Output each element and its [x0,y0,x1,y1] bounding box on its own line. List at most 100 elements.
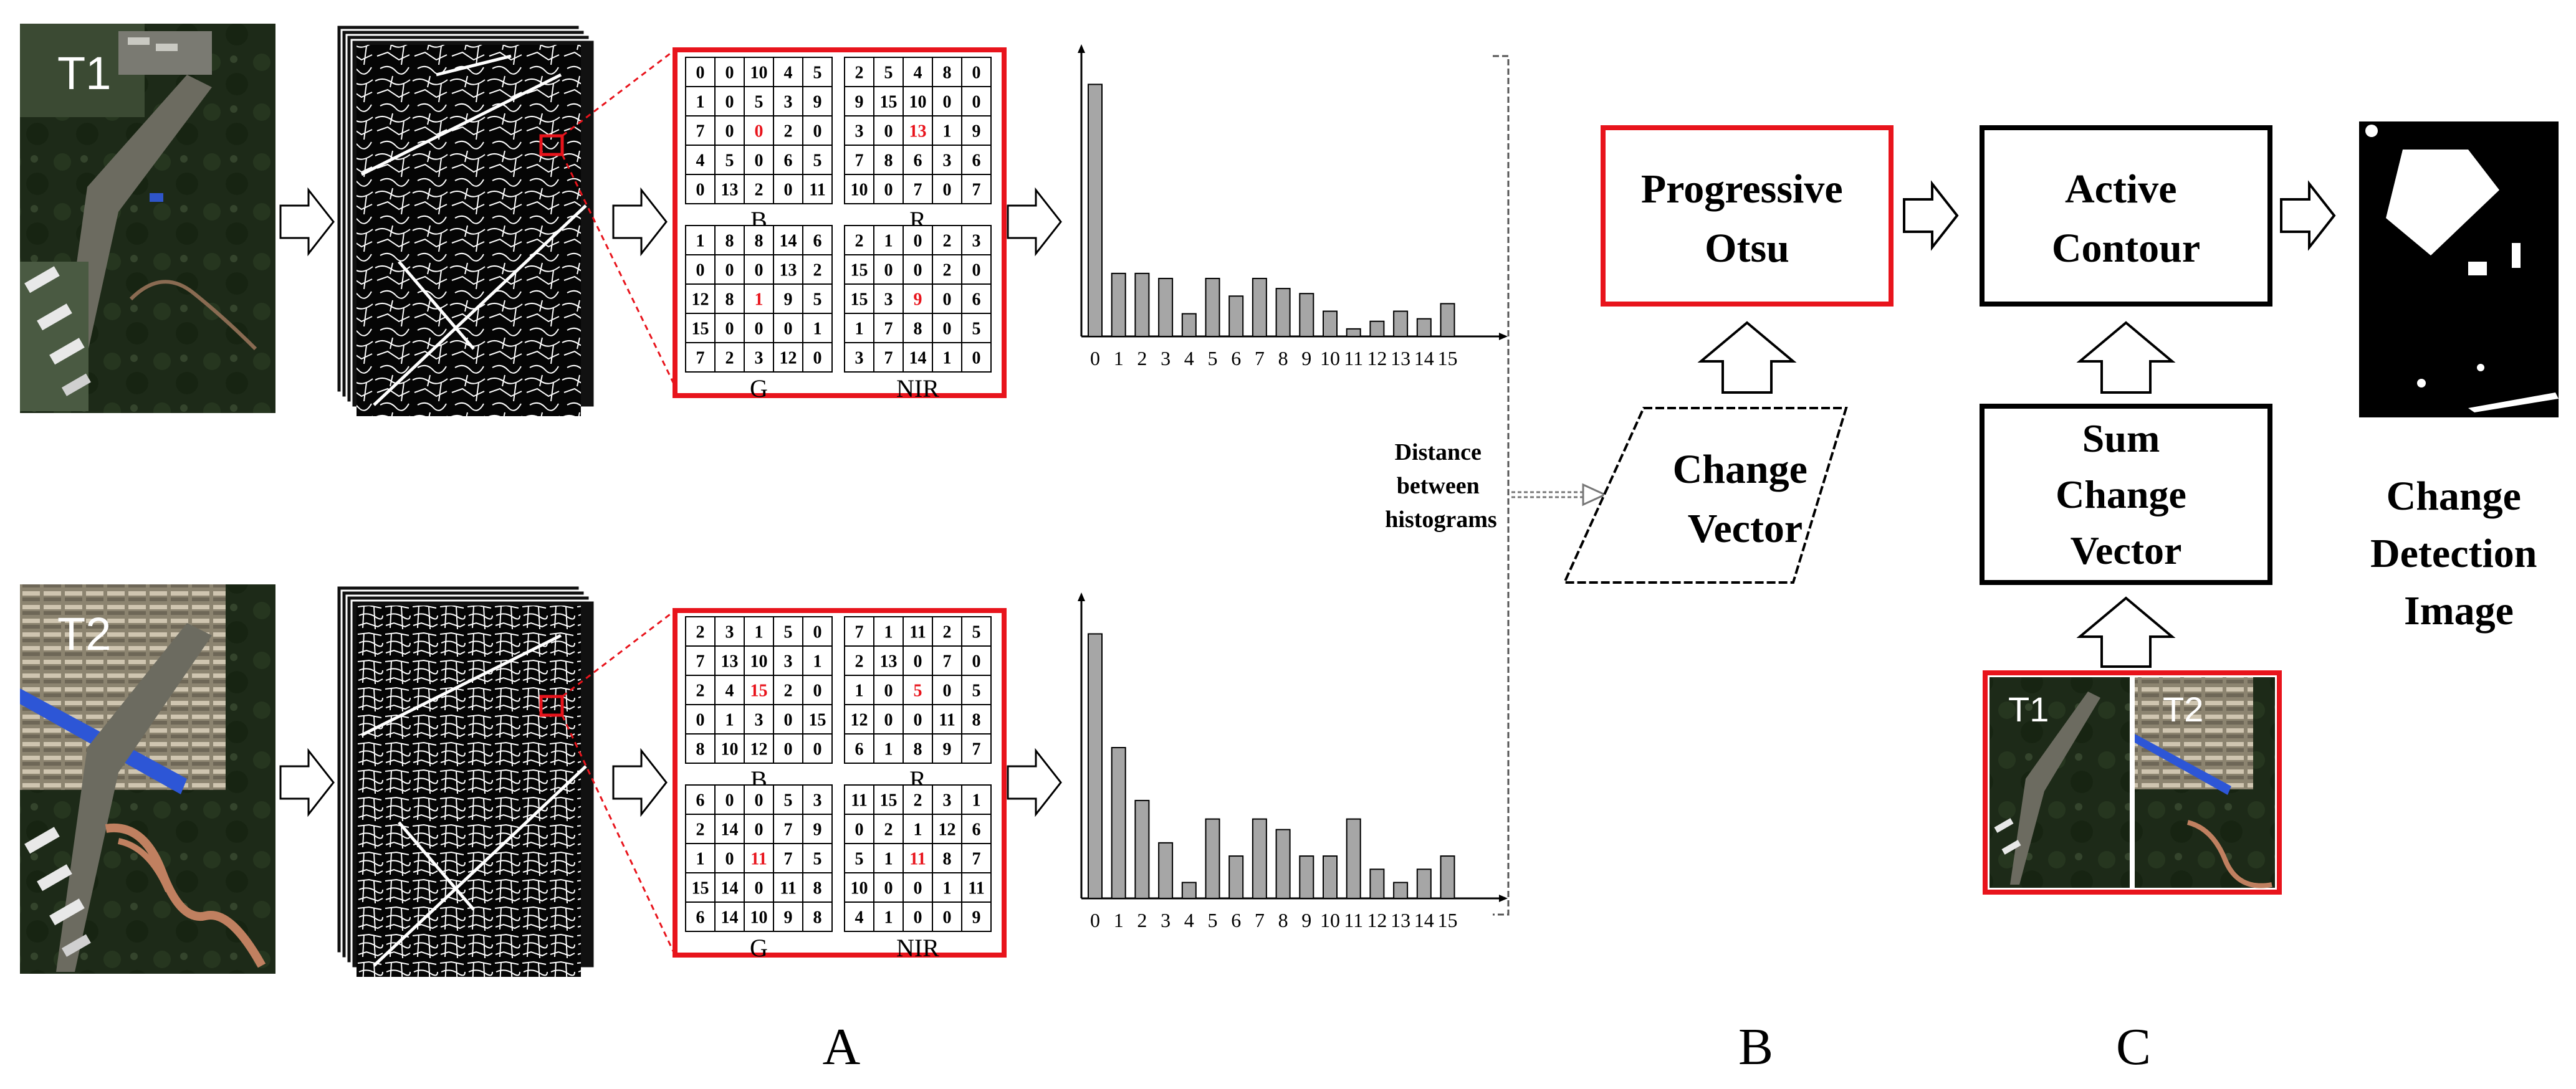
lbp-value: 8 [884,151,893,171]
lbp-cell [961,115,992,146]
lbp-cell [685,901,716,932]
lbp-value: 3 [884,290,893,310]
lbp-value: 10 [750,64,768,83]
lbp-cell [802,675,833,705]
lbp-value: 3 [972,232,981,251]
lbp-value: 5 [855,850,864,869]
flow-arrow [1007,187,1062,257]
lbp-value: 8 [914,740,922,759]
lbp-value: 1 [943,349,952,368]
lbp-value: 0 [784,320,793,339]
lbp-value: 0 [914,879,922,898]
x-tick-label: 3 [1161,347,1171,369]
lbp-cell [685,342,716,373]
lbp-value: 2 [943,232,952,251]
lbp-cell [714,733,745,764]
lbp-value: 5 [813,64,822,83]
lbp-value: 3 [943,791,952,811]
lbp-value: 14 [721,908,739,928]
lbp-value: 13 [880,652,898,672]
lbp-cell [961,784,992,815]
lbp-value: 10 [851,879,868,898]
x-tick-label: 12 [1367,909,1387,931]
flow-arrow [1903,180,1959,251]
lbp-cell [932,174,962,204]
lbp-cell [844,57,874,87]
histogram-bar [1346,818,1361,899]
lbp-cell [932,704,962,735]
lbp-value: 2 [855,64,864,83]
lbp-value: 0 [943,320,952,339]
lbp-value: 3 [784,652,793,672]
lbp-cell [932,115,962,146]
lbp-value: 3 [855,122,864,141]
lbp-cell [773,733,803,764]
histogram-bar [1158,277,1174,338]
lbp-value: 1 [855,320,864,339]
section-label-b: B [1738,1018,1773,1076]
lbp-cell [844,733,874,764]
lbp-cell [844,784,874,815]
up-arrow [2076,596,2176,668]
histogram-bar [1205,818,1220,899]
lbp-value: 0 [972,349,981,368]
x-tick-label: 1 [1114,909,1124,931]
lbp-value: 0 [725,261,734,280]
lbp-value: 8 [725,290,734,310]
lbp-value: 0 [972,652,981,672]
t1-edge-image-stack [335,24,596,416]
lbp-cell [844,283,874,314]
histogram-bar [1416,318,1432,338]
lbp-value: 0 [884,682,893,701]
lbp-value: 12 [939,820,956,840]
thumb-t1-label: T1 [2008,690,2049,729]
lbp-cell [773,784,803,815]
lbp-cell [961,225,992,255]
lbp-value: 2 [784,682,793,701]
lbp-value: 1 [914,820,922,840]
lbp-value: 8 [725,232,734,251]
lbp-cell [844,254,874,285]
lbp-cell [903,814,933,844]
lbp-cell [773,86,803,117]
lbp-cell [932,342,962,373]
lbp-value: 0 [755,791,764,811]
lbp-value: 5 [813,290,822,310]
lbp-value: 8 [813,908,822,928]
histogram-bar [1111,272,1126,338]
lbp-value: 0 [755,261,764,280]
active-contour-section: Active Contour Sum Change Vector T1 T2 [1980,121,2559,1076]
lbp-value: 5 [972,623,981,642]
lbp-value: 5 [884,64,893,83]
lbp-value: 0 [696,64,705,83]
x-tick-label: 3 [1161,909,1171,931]
x-tick-label: 12 [1367,347,1387,369]
lbp-cell [903,225,933,255]
x-tick-label: 9 [1301,909,1311,931]
lbp-value: 0 [725,320,734,339]
band-label: NIR [896,374,939,402]
lbp-value: 6 [914,151,922,171]
lbp-cell [961,814,992,844]
histogram-bar [1252,818,1267,899]
x-tick-label: 15 [1438,347,1458,369]
lbp-value: 14 [780,232,797,251]
lbp-value: 15 [809,711,826,730]
lbp-cell [961,872,992,903]
lbp-value: 0 [943,682,952,701]
lbp-value: 15 [851,290,868,310]
lbp-value: 0 [914,261,922,280]
lbp-value: 2 [696,623,705,642]
lbp-value: 9 [972,908,981,928]
lbp-cell [961,313,992,343]
lbp-cell [685,86,716,117]
lbp-value: 10 [721,740,739,759]
lbp-value: 7 [696,349,705,368]
lbp-value: 1 [813,652,822,672]
lbp-cell [873,872,904,903]
lbp-value: 0 [813,740,822,759]
lbp-value: 1 [884,740,893,759]
